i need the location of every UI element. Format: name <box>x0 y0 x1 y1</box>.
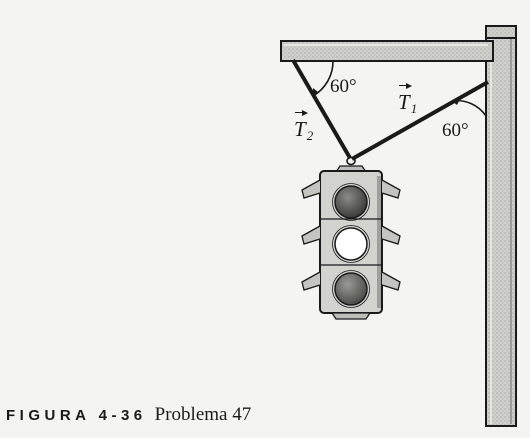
figure-number: FIGURA 4-36 <box>6 407 147 424</box>
tension-label-t2: T2 <box>294 109 314 143</box>
lamp-bottom <box>334 272 368 306</box>
traffic-light <box>301 165 401 320</box>
vector-arrow-icon: T <box>398 82 412 114</box>
vector-arrow-icon: T <box>294 109 308 141</box>
figure-title: Problema 47 <box>154 404 252 425</box>
angle-arc-right <box>451 99 487 117</box>
lamp-middle <box>334 227 368 261</box>
lamp-top <box>334 185 368 219</box>
vertical-pole <box>485 25 517 427</box>
cable-t1 <box>351 80 489 161</box>
angle-label-right: 60° <box>442 120 469 141</box>
figure-caption: FIGURA 4-36 Problema 47 <box>6 404 251 426</box>
cable-t2 <box>291 58 352 160</box>
angle-label-left: 60° <box>330 76 357 97</box>
horizontal-beam <box>280 25 517 62</box>
hook-ring <box>346 156 356 166</box>
angle-arc-left <box>312 60 334 97</box>
tension-label-t1: T1 <box>398 82 418 116</box>
